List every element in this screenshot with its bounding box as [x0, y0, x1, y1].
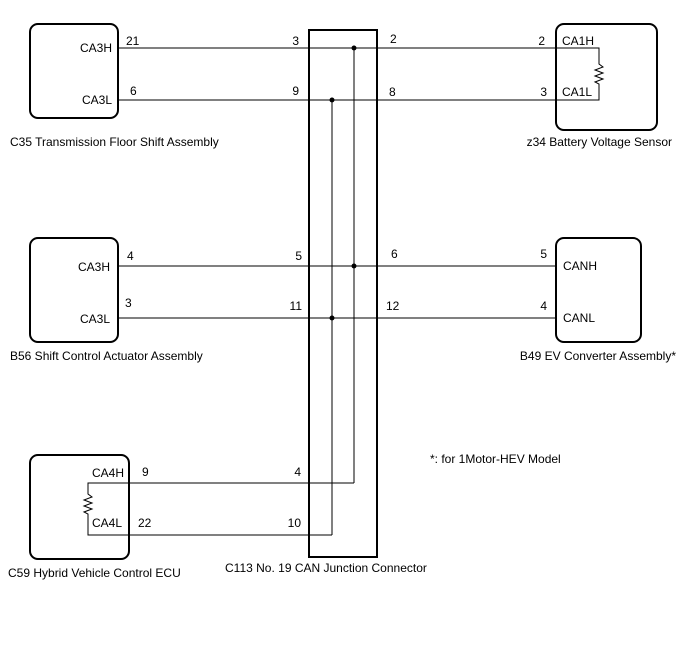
- z34-pin-h-number: 2: [538, 34, 545, 48]
- junction-left-pin-number: 10: [288, 516, 302, 530]
- c59-pin-l-label: CA4L: [92, 516, 122, 530]
- splice-dot: [329, 315, 335, 321]
- b49-component-box: [555, 237, 642, 343]
- b49-pin-l-number: 4: [540, 299, 547, 313]
- z34-pin-h-label: CA1H: [562, 34, 594, 48]
- b49-pin-h-number: 5: [540, 247, 547, 261]
- b56-pin-l-number: 3: [125, 296, 132, 310]
- c59-component-box: [29, 454, 130, 560]
- b49-pin-l-label: CANL: [563, 311, 595, 325]
- c59-pin-h-label: CA4H: [92, 466, 124, 480]
- junction-right-pin-number: 8: [389, 85, 396, 99]
- b56-pin-l-label: CA3L: [80, 312, 110, 326]
- c59-caption: C59 Hybrid Vehicle Control ECU: [8, 566, 181, 580]
- splice-dot: [351, 45, 357, 51]
- junction-left-pin-number: 3: [292, 34, 299, 48]
- c59-pin-h-number: 9: [142, 465, 149, 479]
- c35-pin-l-label: CA3L: [82, 93, 112, 107]
- b49-pin-h-label: CANH: [563, 259, 597, 273]
- splice-dot: [329, 97, 335, 103]
- c59-resistor-icon: [82, 482, 129, 536]
- z34-component-box: [555, 23, 658, 131]
- junction-right-pin-number: 2: [390, 32, 397, 46]
- model-footnote: *: for 1Motor-HEV Model: [430, 452, 561, 466]
- c35-pin-l-number: 6: [130, 84, 137, 98]
- junction-left-pin-number: 5: [295, 249, 302, 263]
- junction-left-pin-number: 11: [290, 299, 303, 313]
- z34-pin-l-label: CA1L: [562, 85, 592, 99]
- b49-caption: B49 EV Converter Assembly*: [520, 349, 676, 363]
- c35-component-box: [29, 23, 119, 119]
- junction-right-pin-number: 6: [391, 247, 398, 261]
- b56-caption: B56 Shift Control Actuator Assembly: [10, 349, 203, 363]
- c35-pin-h-number: 21: [126, 34, 140, 48]
- b56-component-box: [29, 237, 119, 343]
- c59-pin-l-number: 22: [138, 516, 152, 530]
- z34-pin-l-number: 3: [540, 85, 547, 99]
- c35-pin-h-label: CA3H: [80, 41, 112, 55]
- z34-resistor-icon: [556, 47, 605, 101]
- junction-right-pin-number: 12: [386, 299, 400, 313]
- c35-caption: C35 Transmission Floor Shift Assembly: [10, 135, 219, 149]
- junction-caption: C113 No. 19 CAN Junction Connector: [225, 561, 427, 575]
- junction-left-pin-number: 9: [292, 84, 299, 98]
- splice-dot: [351, 263, 357, 269]
- b56-pin-h-number: 4: [127, 249, 134, 263]
- z34-caption: z34 Battery Voltage Sensor: [527, 135, 672, 149]
- junction-left-pin-number: 4: [294, 465, 301, 479]
- junction-connector-body: [308, 29, 378, 558]
- b56-pin-h-label: CA3H: [78, 260, 110, 274]
